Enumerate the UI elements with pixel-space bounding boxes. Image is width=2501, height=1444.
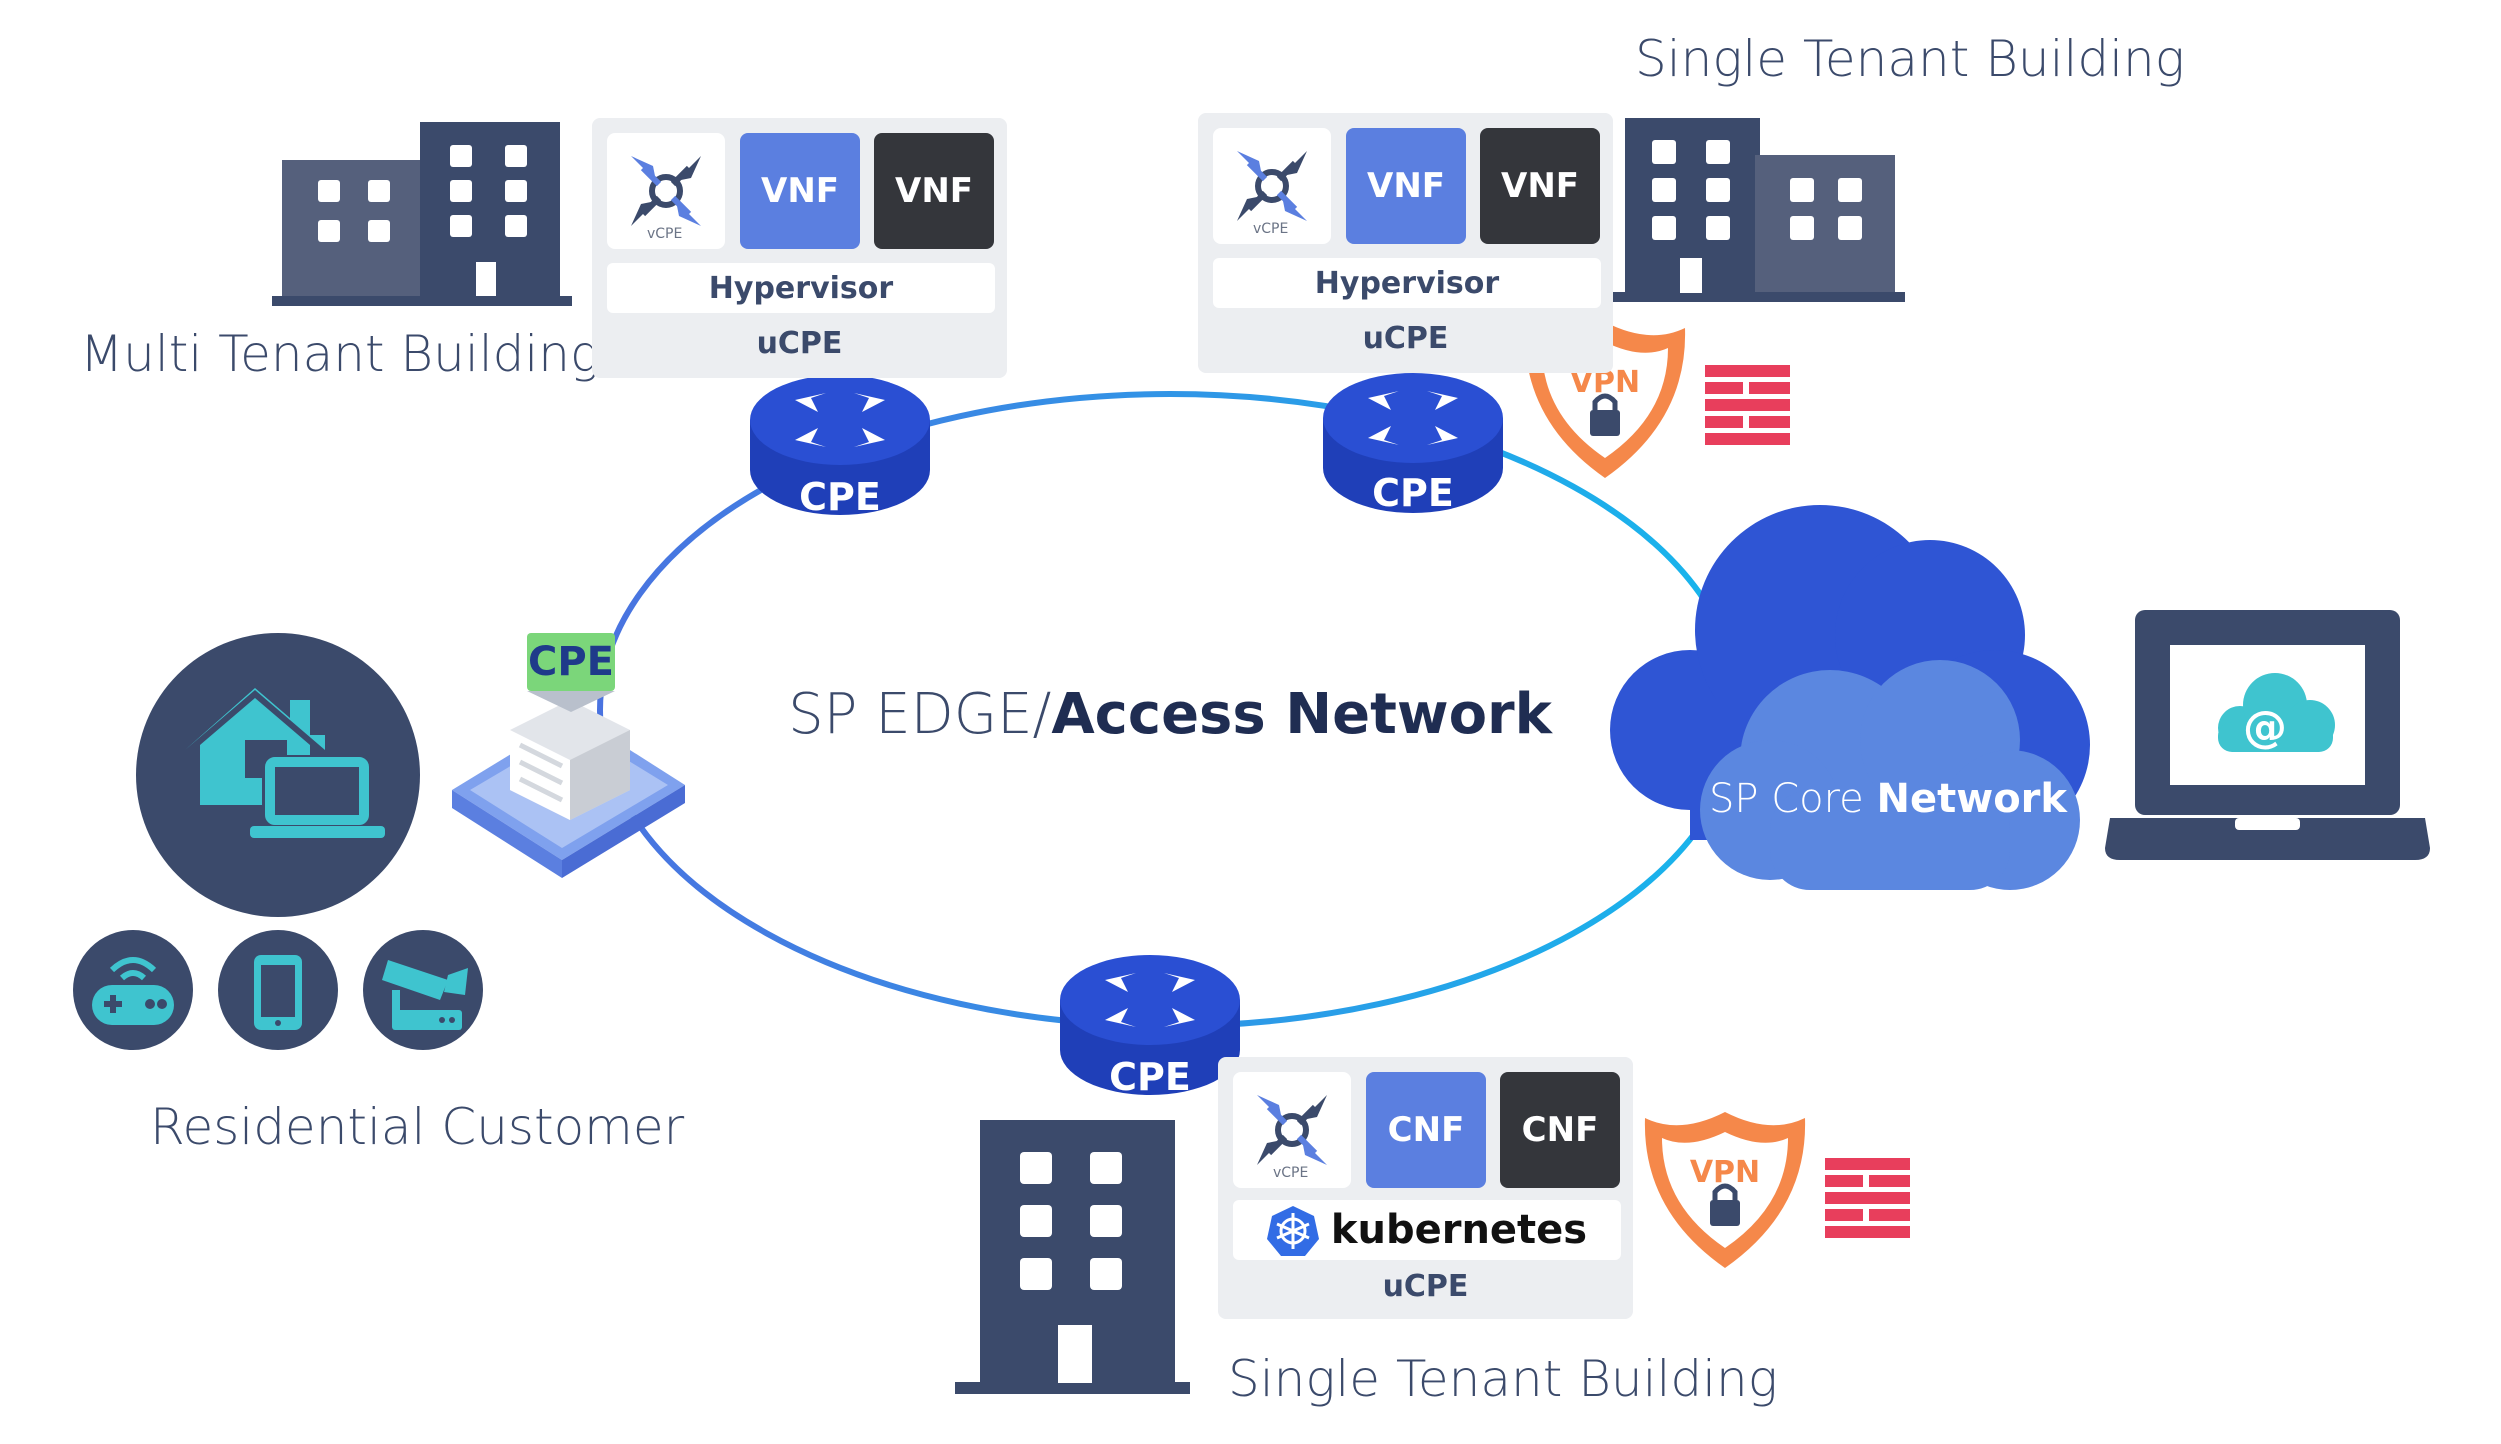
cpe-router-label: CPE bbox=[1372, 471, 1454, 515]
cnf-tile: CNF bbox=[1366, 1072, 1486, 1188]
vcpe-caption: vCPE bbox=[1273, 1165, 1309, 1181]
vpn-shield-icon-bottom: VPN bbox=[1644, 1112, 1806, 1268]
security-camera-icon bbox=[363, 930, 483, 1050]
cpe-server-icon bbox=[452, 633, 685, 878]
sp-core-network-label: SP Core Network bbox=[1709, 776, 2068, 822]
laptop-email-icon: @ bbox=[2105, 610, 2430, 860]
single-tenant-building-label-bottom: Single Tenant Building bbox=[1228, 1350, 1778, 1408]
cpe-router-bottom: CPE bbox=[1060, 955, 1240, 1099]
game-controller-icon bbox=[73, 930, 193, 1050]
hypervisor-bar: Hypervisor bbox=[607, 263, 995, 313]
ucpe-panel-top-right: vCPE VNF VNF Hypervisor uCPE bbox=[1198, 113, 1613, 373]
kubernetes-label: kubernetes bbox=[1330, 1207, 1588, 1253]
vcpe-tile bbox=[1213, 128, 1331, 244]
ucpe-title: uCPE bbox=[1362, 321, 1449, 356]
multi-tenant-building-label: Multi Tenant Building bbox=[80, 325, 600, 383]
vnf-tile: VNF bbox=[740, 133, 860, 249]
ucpe-panel-bottom: vCPE CNF CNF kubernetes uCPE bbox=[1218, 1057, 1633, 1319]
vcpe-tile bbox=[607, 133, 725, 249]
vcpe-caption: vCPE bbox=[647, 226, 683, 242]
single-tenant-building-icon-bottom bbox=[955, 1120, 1190, 1394]
vcpe-icon bbox=[631, 156, 701, 226]
residential-home-icon bbox=[136, 633, 420, 917]
vcpe-icon bbox=[1257, 1095, 1327, 1165]
ucpe-panel-top-left: vCPE VNF VNF Hypervisor uCPE bbox=[592, 118, 1007, 378]
kubernetes-helm-icon bbox=[1266, 1206, 1319, 1256]
sp-edge-access-network-label: SP EDGE/Access Network bbox=[788, 682, 1554, 747]
vcpe-caption: vCPE bbox=[1253, 221, 1289, 237]
cpe-router-top-left: CPE bbox=[750, 375, 930, 519]
vcpe-icon bbox=[1237, 151, 1307, 221]
residential-customer-label: Residential Customer bbox=[150, 1098, 685, 1156]
ucpe-title: uCPE bbox=[1382, 1269, 1469, 1304]
vnf-tile: VNF bbox=[1346, 128, 1466, 244]
ucpe-title: uCPE bbox=[756, 326, 843, 361]
multi-tenant-building-icon bbox=[272, 122, 572, 306]
vnf-tile: VNF bbox=[1480, 128, 1600, 244]
cpe-server-label: CPE bbox=[528, 639, 614, 685]
hypervisor-bar: Hypervisor bbox=[1213, 258, 1601, 308]
cpe-router-top-right: CPE bbox=[1323, 373, 1503, 515]
sp-core-cloud bbox=[1610, 505, 2090, 890]
cnf-tile: CNF bbox=[1500, 1072, 1620, 1188]
vnf-tile: VNF bbox=[874, 133, 994, 249]
single-tenant-building-label-top: Single Tenant Building bbox=[1635, 30, 2185, 88]
cpe-router-label: CPE bbox=[1109, 1055, 1191, 1099]
kubernetes-bar: kubernetes bbox=[1233, 1200, 1621, 1260]
firewall-icon-bottom bbox=[1825, 1158, 1910, 1238]
email-at-symbol: @ bbox=[2243, 702, 2287, 753]
mobile-phone-icon bbox=[218, 930, 338, 1050]
firewall-icon-top bbox=[1705, 365, 1790, 445]
cpe-router-label: CPE bbox=[799, 475, 881, 519]
single-tenant-building-icon-top bbox=[1610, 118, 1905, 302]
vcpe-tile bbox=[1233, 1072, 1351, 1188]
